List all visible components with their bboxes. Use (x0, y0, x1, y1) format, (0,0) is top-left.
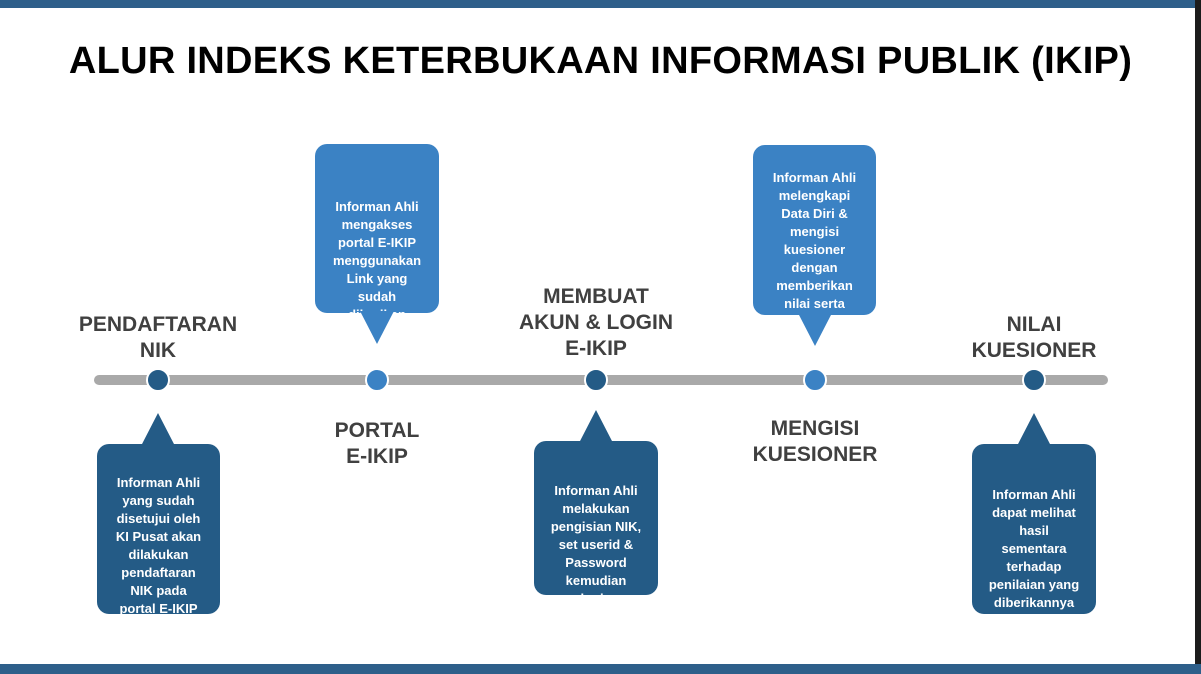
step-3-description: Informan Ahli melakukan pengisian NIK, s… (550, 483, 642, 606)
step-1-callout-pointer (141, 413, 175, 446)
step-3-node (584, 368, 608, 392)
step-1-callout: Informan Ahli yang sudah disetujui oleh … (97, 444, 220, 616)
step-3-label: MEMBUAT AKUN & LOGIN E-IKIP (519, 285, 673, 360)
bottom-border-bar (0, 664, 1201, 674)
step-5-callout: Informan Ahli dapat melihat hasil sement… (972, 444, 1096, 614)
step-2-label: PORTAL E-IKIP (334, 419, 420, 468)
step-5-description: Informan Ahli dapat melihat hasil sement… (988, 487, 1080, 610)
step-4-node (803, 368, 827, 392)
step-5-label: NILAI KUESIONER (971, 313, 1097, 362)
step-2-callout-pointer (360, 311, 394, 344)
step-5-callout-pointer (1017, 413, 1051, 446)
step-3-callout-pointer (579, 410, 613, 443)
step-1-description: Informan Ahli yang sudah disetujui oleh … (115, 475, 202, 616)
step-2-node (365, 368, 389, 392)
step-2-callout: Informan Ahli mengakses portal E-IKIP me… (315, 144, 439, 322)
step-4-callout: Informan Ahli melengkapi Data Diri & men… (753, 145, 876, 329)
step-4-callout-pointer (798, 313, 832, 346)
step-1-label: PENDAFTARAN NIK (78, 313, 238, 362)
step-3-callout: Informan Ahli melakukan pengisian NIK, s… (534, 441, 658, 606)
right-border-bar (1195, 0, 1201, 674)
step-1-node (146, 368, 170, 392)
step-2-description: Informan Ahli mengakses portal E-IKIP me… (332, 199, 422, 322)
step-4-description: Informan Ahli melengkapi Data Diri & men… (772, 170, 857, 329)
step-4-label: MENGISI KUESIONER (752, 417, 878, 466)
diagram-title: ALUR INDEKS KETERBUKAAN INFORMASI PUBLIK… (68, 40, 1133, 82)
top-border-bar (0, 0, 1201, 8)
step-5-node (1022, 368, 1046, 392)
